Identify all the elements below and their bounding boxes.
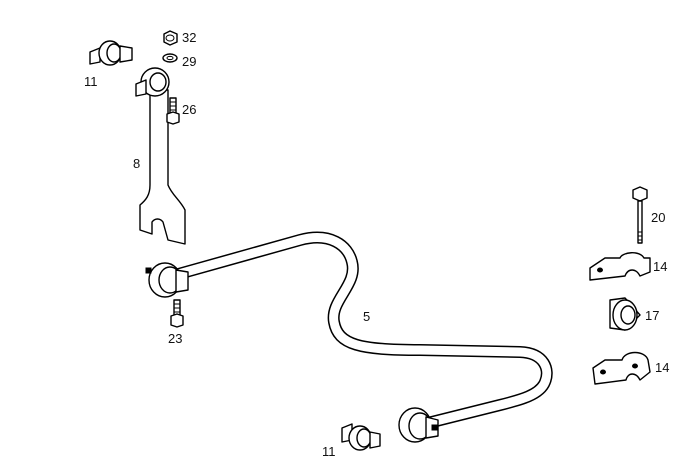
rubber-bushing-part-17 bbox=[609, 297, 641, 331]
clamp-part-14-top bbox=[589, 252, 651, 281]
bushing-part-11-top bbox=[89, 40, 133, 66]
bar-bushing-left bbox=[145, 262, 189, 298]
washer-part-29 bbox=[162, 53, 178, 63]
callout-26: 26 bbox=[182, 102, 196, 117]
clamp-part-14-bottom bbox=[592, 351, 651, 385]
callout-23: 23 bbox=[168, 331, 182, 346]
nut-part-32 bbox=[163, 30, 178, 46]
callout-11-bottom: 11 bbox=[322, 444, 336, 459]
callout-8: 8 bbox=[133, 156, 140, 171]
bolt-part-23 bbox=[170, 299, 184, 328]
bar-bushing-right bbox=[398, 407, 439, 443]
bushing-part-11-bottom bbox=[341, 423, 381, 451]
callout-32: 32 bbox=[182, 30, 196, 45]
callout-29: 29 bbox=[182, 54, 196, 69]
link-rod-part-8 bbox=[135, 67, 186, 245]
bolt-part-26 bbox=[166, 97, 180, 125]
callout-17: 17 bbox=[645, 308, 659, 323]
callout-20: 20 bbox=[651, 210, 665, 225]
stabilizer-bar-part-5 bbox=[169, 231, 553, 431]
bolt-part-20 bbox=[632, 186, 648, 244]
callout-5: 5 bbox=[363, 309, 370, 324]
callout-14-top: 14 bbox=[653, 259, 667, 274]
callout-11-top: 11 bbox=[84, 74, 98, 89]
callout-14-bottom: 14 bbox=[655, 360, 669, 375]
